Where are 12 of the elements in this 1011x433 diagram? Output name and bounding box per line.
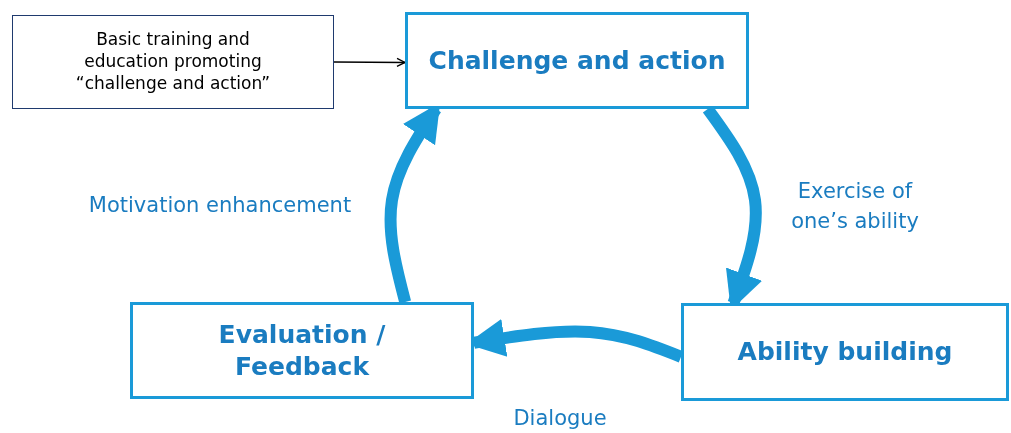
node-label: Challenge and action xyxy=(428,44,726,77)
edge-label: Exercise of one’s ability xyxy=(790,178,920,235)
process-box xyxy=(405,12,749,109)
edge-label: Motivation enhancement xyxy=(87,192,353,219)
process-box xyxy=(130,302,474,399)
node-label: Basic training and education promoting “challenge and action” xyxy=(74,29,272,95)
process-box xyxy=(681,303,1009,401)
arrow xyxy=(333,57,406,68)
note-box xyxy=(12,15,334,109)
node-label: Ability building xyxy=(737,336,953,368)
edge-label: Dialogue xyxy=(512,405,608,432)
node-label: Evaluation / Feedback xyxy=(217,318,387,383)
